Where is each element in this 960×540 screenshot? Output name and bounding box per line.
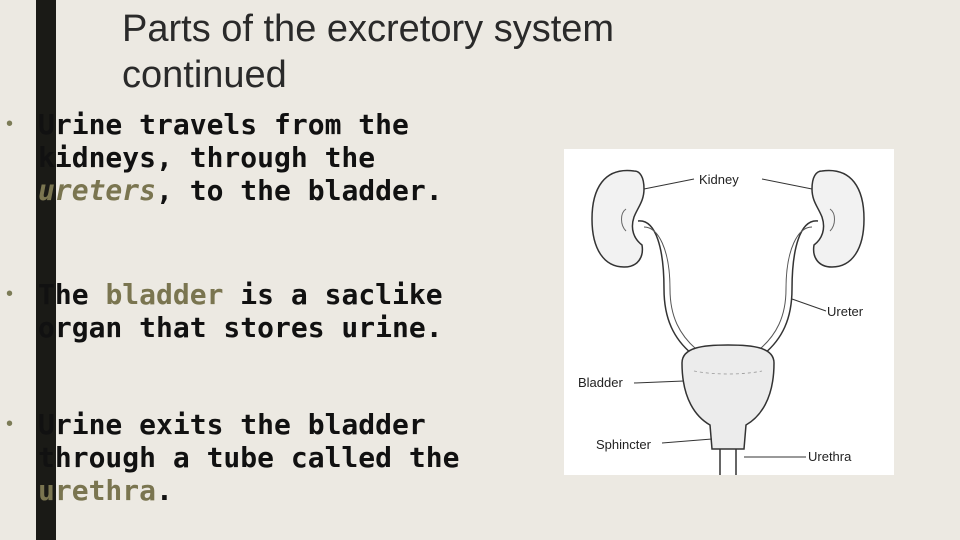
right-ureter-shape <box>763 220 819 355</box>
urinary-system-illustration: Kidney Ureter Bladder Sphincter Urethra <box>578 169 865 475</box>
left-ureter-shape <box>637 220 693 355</box>
label-sphincter: Sphincter <box>596 437 652 452</box>
slide-title-line-1: Parts of the excretory system <box>122 8 615 50</box>
accent-stripe <box>36 0 56 540</box>
bullet-text-part: The <box>38 278 106 311</box>
bullet-text-part: . <box>156 474 173 507</box>
left-kidney-shape <box>591 169 645 268</box>
label-kidney: Kidney <box>699 172 739 187</box>
bullet-term: ureters <box>38 174 157 207</box>
bullet-term: bladder <box>105 278 224 311</box>
bullet-text-part: Urine travels from the kidneys, through … <box>38 108 409 174</box>
bullet-text-part: , to the bladder. <box>156 174 443 207</box>
bullet-text-part: Urine exits the bladder through a tube c… <box>38 408 460 474</box>
bullet-dot-icon: • <box>6 113 14 135</box>
slide-title-line-2: continued <box>122 54 287 96</box>
slide-title: Parts of the excretory system continued <box>122 6 762 98</box>
bullet-text: Urine exits the bladder through a tube c… <box>38 408 518 507</box>
bullet-term: urethra <box>38 474 157 507</box>
bullet-dot-icon: • <box>6 413 14 435</box>
urethra-shape <box>719 449 737 475</box>
bladder-shape <box>681 344 775 450</box>
bullet-dot-icon: • <box>6 283 14 305</box>
right-kidney-shape <box>811 169 865 268</box>
label-urethra: Urethra <box>808 449 852 464</box>
label-ureter: Ureter <box>827 304 864 319</box>
bullet-text: Urine travels from the kidneys, through … <box>38 108 518 207</box>
label-bladder: Bladder <box>578 375 623 390</box>
urinary-system-diagram: Kidney Ureter Bladder Sphincter Urethra <box>564 149 894 475</box>
bullet-text: The bladder is a saclike organ that stor… <box>38 278 518 344</box>
bullet-text-part: is a saclike organ that stores urine. <box>38 278 443 344</box>
